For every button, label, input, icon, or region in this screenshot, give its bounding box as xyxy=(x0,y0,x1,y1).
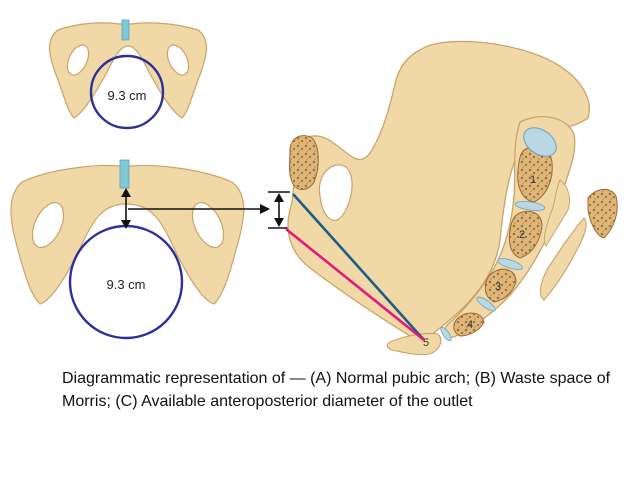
connector-arrow xyxy=(128,204,270,214)
top-arch-foramen-left xyxy=(66,44,90,76)
sacral-disc-2-3 xyxy=(497,258,523,270)
waste-space-measure-arrow xyxy=(268,191,290,229)
bottom-arch-symphysis xyxy=(119,159,130,189)
coccyx-disc xyxy=(440,326,452,342)
sagittal-pelvis: 1 2 3 4 5 xyxy=(285,40,618,356)
top-arch-diameter-label: 9.3 cm xyxy=(107,88,146,103)
coccyx-tip xyxy=(386,332,442,356)
sacral-ala-fragment-lower xyxy=(539,217,587,301)
anteroposterior-line-blue xyxy=(292,193,425,341)
top-arch-foramen-right xyxy=(166,44,190,76)
sacral-vertebra-3-label: 3 xyxy=(495,281,501,293)
sacral-vertebra-2-label: 2 xyxy=(519,229,525,241)
waste-space-arrowhead-bottom xyxy=(121,220,131,229)
top-arch-symphysis xyxy=(121,19,130,41)
lumbosacral-disc xyxy=(523,127,557,157)
sacral-ala-fragment-upper xyxy=(587,189,618,239)
top-pubic-arch: 9.3 cm xyxy=(49,19,207,130)
coccyx-segment-4 xyxy=(453,312,485,337)
coccyx-segment-5-label: 5 xyxy=(423,337,429,349)
top-arch-bone xyxy=(49,22,207,119)
sacral-vertebra-3-body xyxy=(484,268,517,303)
sacral-disc-3-4 xyxy=(476,296,496,312)
coccyx-segment-4-label: 4 xyxy=(467,319,473,331)
obturator-foramen xyxy=(318,164,353,222)
bottom-arch-diameter-label: 9.3 cm xyxy=(106,277,145,292)
sacral-vertebra-2-body xyxy=(508,210,543,259)
bottom-pubic-arch: 9.3 cm xyxy=(10,159,245,340)
available-ap-diameter-line-pink xyxy=(285,227,425,342)
bottom-arch-bone xyxy=(10,164,245,305)
sacral-disc-1-2 xyxy=(514,201,546,211)
figure-caption: Diagrammatic representation of — (A) Nor… xyxy=(62,370,611,410)
bottom-arch-foramen-right xyxy=(191,201,225,249)
waste-space-arrowhead-top xyxy=(121,188,131,197)
sacral-vertebra-1-label: 1 xyxy=(530,174,536,186)
bottom-arch-foramen-left xyxy=(31,201,65,249)
top-arch-circle xyxy=(89,54,165,130)
pubic-symphysis-section xyxy=(289,135,319,190)
sacral-ala-fragment-left xyxy=(543,179,571,247)
